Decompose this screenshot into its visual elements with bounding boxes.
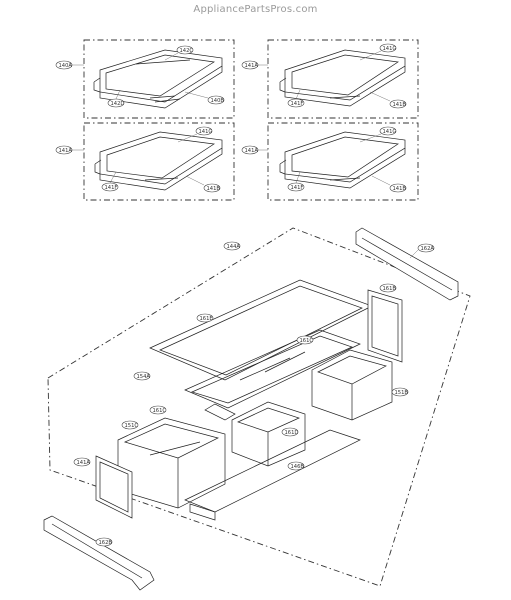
shelf-1-drawing: [93, 49, 223, 109]
label-b1-br: 140B: [211, 98, 225, 104]
left-bin-drawing: [117, 417, 226, 509]
watermark: AppliancePartsPros.com: [193, 4, 318, 15]
shelf-assembly-box-4: 141A 141G 141F 141B: [241, 122, 419, 201]
base-drawing: [184, 429, 361, 521]
label-bin-front-left: 141A: [77, 460, 91, 466]
front-door-drawing: [95, 455, 133, 519]
label-b4-top: 141G: [383, 129, 397, 135]
label-b3-group: 141A: [59, 148, 73, 154]
shelf-assembly-box-2: 141A 141G 141F 141B: [241, 39, 419, 119]
label-b3-bl: 141F: [105, 185, 118, 191]
label-rail-left: 162B: [99, 540, 113, 546]
left-rail: 162B: [43, 515, 155, 591]
label-frame-b: 161C: [300, 338, 314, 344]
shelf-4-drawing: [279, 131, 406, 189]
frame-drawing: [184, 329, 361, 421]
shelf-assembly-box-3: 141A 141G 141F 141B: [55, 122, 235, 201]
label-frame-a: 161C: [153, 408, 167, 414]
label-b1-group: 140A: [59, 63, 73, 69]
label-rail-right: 162A: [421, 246, 435, 252]
shelf-assembly-box-1: 140A 142C 142D 140B: [55, 39, 235, 119]
middle-bin-drawing: [231, 401, 306, 467]
label-b2-top: 141G: [383, 46, 397, 52]
label-cover-right: 161B: [383, 286, 397, 292]
label-b2-group: 141A: [245, 63, 259, 69]
label-glass: 161E: [200, 316, 213, 322]
label-b4-bl: 141F: [291, 185, 304, 191]
label-b4-br: 141B: [393, 186, 407, 192]
shelf-2-drawing: [279, 49, 406, 107]
label-b1-bl: 142D: [111, 101, 125, 107]
label-bin-right: 151B: [395, 390, 409, 396]
label-b1-top: 142C: [180, 48, 194, 54]
label-small-right: 161D: [285, 430, 299, 436]
right-rail: 162A: [355, 227, 459, 301]
right-bin-drawing: [311, 349, 393, 421]
label-b2-br: 141B: [393, 102, 407, 108]
label-crisper-group: 144A: [227, 244, 241, 250]
right-cover-drawing: [367, 289, 403, 363]
crisper-assembly: 144A 161E 161B 154A 161C 161C: [47, 227, 471, 587]
label-b2-bl: 141F: [291, 101, 304, 107]
label-b3-top: 141G: [199, 129, 213, 135]
label-bin-left: 151C: [125, 423, 139, 429]
label-b4-group: 141A: [245, 148, 259, 154]
label-b3-br: 141B: [207, 186, 221, 192]
label-bin-left-top: 154A: [137, 374, 151, 380]
label-base: 146B: [291, 464, 305, 470]
shelf-3-drawing: [94, 131, 223, 191]
